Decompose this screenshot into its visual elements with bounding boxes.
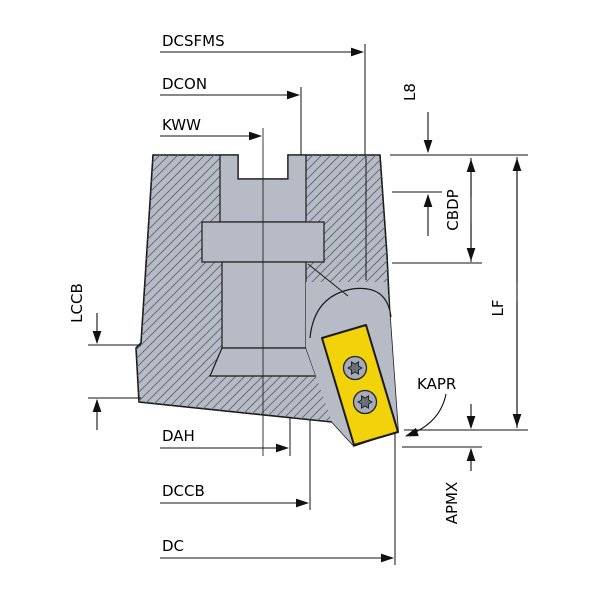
dim-label-dcon: DCON — [162, 75, 207, 93]
dim-label-kapr: KAPR — [417, 375, 456, 393]
hub-lower-column — [221, 261, 307, 349]
dimension-apmx: APMX — [443, 404, 476, 525]
cutting-insert — [321, 324, 399, 446]
dimension-lf: LF — [489, 157, 522, 428]
dim-label-cbdp: CBDP — [444, 189, 462, 230]
torx-screw-lower — [352, 389, 378, 415]
dimension-l8: L8 — [401, 83, 433, 236]
dim-label-dccb: DCCB — [162, 482, 205, 500]
dimension-kapr: KAPR — [404, 375, 456, 437]
insert-group — [321, 324, 399, 446]
dim-label-lf: LF — [489, 300, 507, 317]
torx-screw-upper — [342, 355, 368, 381]
dim-label-apmx: APMX — [443, 482, 461, 525]
pocket-diagonal-line — [307, 263, 349, 297]
dim-label-dcsfms: DCSFMS — [162, 32, 225, 50]
dimension-dccb: DCCB — [160, 482, 310, 508]
torx-recess-icon — [346, 361, 364, 375]
extension-lines — [88, 44, 528, 565]
dimension-dcon: DCON — [160, 75, 301, 100]
kapr-angle-arc — [404, 393, 447, 437]
dimension-kww: KWW — [160, 116, 263, 141]
dim-label-kww: KWW — [162, 116, 201, 134]
dimension-dah: DAH — [160, 427, 290, 453]
dimension-lccb: LCCB — [68, 283, 102, 430]
dim-label-dah: DAH — [162, 427, 195, 445]
dimension-dc: DC — [160, 537, 395, 563]
torx-recess-icon — [356, 395, 374, 409]
dimensions: DCSFMS DCON KWW L8 CBDP LCCB — [68, 32, 522, 563]
dim-label-l8: L8 — [401, 83, 419, 101]
dimension-cbdp: CBDP — [444, 158, 476, 262]
pocket-seat-curve — [309, 287, 392, 339]
dimension-dcsfms: DCSFMS — [160, 32, 365, 57]
dim-label-lccb: LCCB — [68, 283, 86, 323]
dim-label-dc: DC — [162, 537, 184, 555]
